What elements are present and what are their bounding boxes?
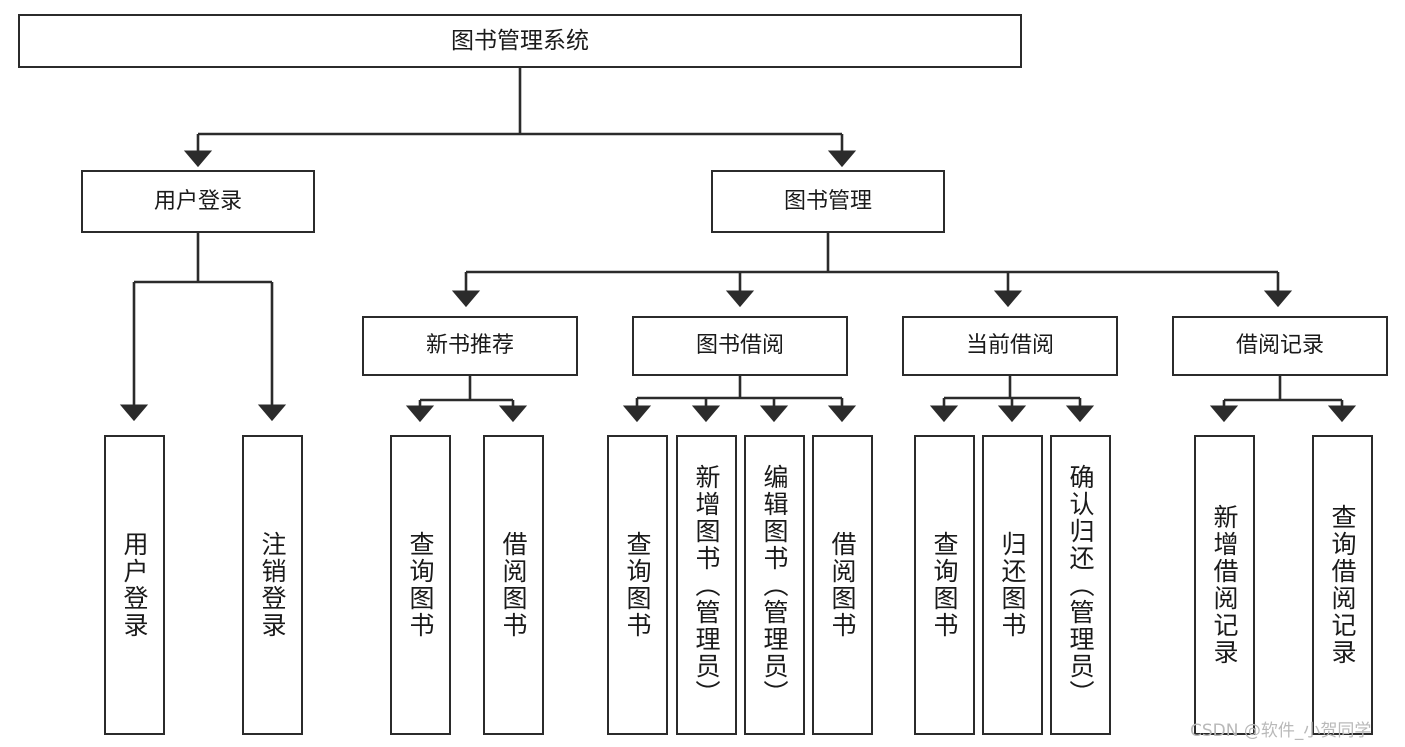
leaf-return-book[interactable]: 归还图书 bbox=[982, 435, 1043, 735]
node-label: 新增借阅记录 bbox=[1210, 504, 1239, 666]
node-label: 确认归还（管理员） bbox=[1066, 463, 1095, 707]
node-label: 用户登录 bbox=[153, 188, 242, 214]
node-label: 查询借阅记录 bbox=[1328, 504, 1357, 666]
node-label: 图书管理 bbox=[783, 188, 872, 214]
leaf-query-borrow-record[interactable]: 查询借阅记录 bbox=[1312, 435, 1373, 735]
leaf-borrow-book-newbook[interactable]: 借阅图书 bbox=[483, 435, 544, 735]
node-label: 编辑图书（管理员） bbox=[760, 463, 789, 707]
node-label: 查询图书 bbox=[930, 531, 959, 639]
leaf-user-login[interactable]: 用户登录 bbox=[104, 435, 165, 735]
edge-records-to-leaves bbox=[1209, 376, 1357, 423]
node-label: 借阅记录 bbox=[1235, 333, 1324, 359]
node-label: 注销登录 bbox=[258, 531, 287, 639]
node-current-borrowing[interactable]: 当前借阅 bbox=[902, 316, 1118, 376]
edge-borrow-to-leaves bbox=[622, 376, 857, 423]
node-label: 图书管理系统 bbox=[451, 27, 589, 54]
leaf-confirm-return-admin[interactable]: 确认归还（管理员） bbox=[1050, 435, 1111, 735]
edge-root-to-level2 bbox=[183, 68, 857, 168]
node-label: 当前借阅 bbox=[965, 333, 1054, 359]
edge-current-to-leaves bbox=[929, 376, 1095, 423]
edge-bookmgmt-to-level3 bbox=[451, 233, 1293, 308]
node-label: 查询图书 bbox=[623, 531, 652, 639]
node-label: 新增图书（管理员） bbox=[692, 463, 721, 707]
leaf-edit-book-admin[interactable]: 编辑图书（管理员） bbox=[744, 435, 805, 735]
node-label: 用户登录 bbox=[120, 531, 149, 639]
leaf-add-borrow-record[interactable]: 新增借阅记录 bbox=[1194, 435, 1255, 735]
node-label: 图书借阅 bbox=[695, 333, 784, 359]
node-label: 借阅图书 bbox=[499, 531, 528, 639]
node-label: 新书推荐 bbox=[425, 333, 514, 359]
node-label: 归还图书 bbox=[998, 531, 1027, 639]
node-book-borrowing[interactable]: 图书借阅 bbox=[632, 316, 848, 376]
edge-newbook-to-leaves bbox=[405, 376, 528, 423]
leaf-borrow-book-borrowing[interactable]: 借阅图书 bbox=[812, 435, 873, 735]
leaf-query-book-current[interactable]: 查询图书 bbox=[914, 435, 975, 735]
edge-userlogin-to-leaves bbox=[119, 233, 287, 422]
node-label: 借阅图书 bbox=[828, 531, 857, 639]
node-borrow-records[interactable]: 借阅记录 bbox=[1172, 316, 1388, 376]
leaf-query-book-borrowing[interactable]: 查询图书 bbox=[607, 435, 668, 735]
node-root-book-management-system[interactable]: 图书管理系统 bbox=[18, 14, 1022, 68]
node-book-management[interactable]: 图书管理 bbox=[711, 170, 945, 233]
leaf-add-book-admin[interactable]: 新增图书（管理员） bbox=[676, 435, 737, 735]
leaf-logout[interactable]: 注销登录 bbox=[242, 435, 303, 735]
node-user-login[interactable]: 用户登录 bbox=[81, 170, 315, 233]
node-new-book-recommendation[interactable]: 新书推荐 bbox=[362, 316, 578, 376]
node-label: 查询图书 bbox=[406, 531, 435, 639]
leaf-query-book-newbook[interactable]: 查询图书 bbox=[390, 435, 451, 735]
